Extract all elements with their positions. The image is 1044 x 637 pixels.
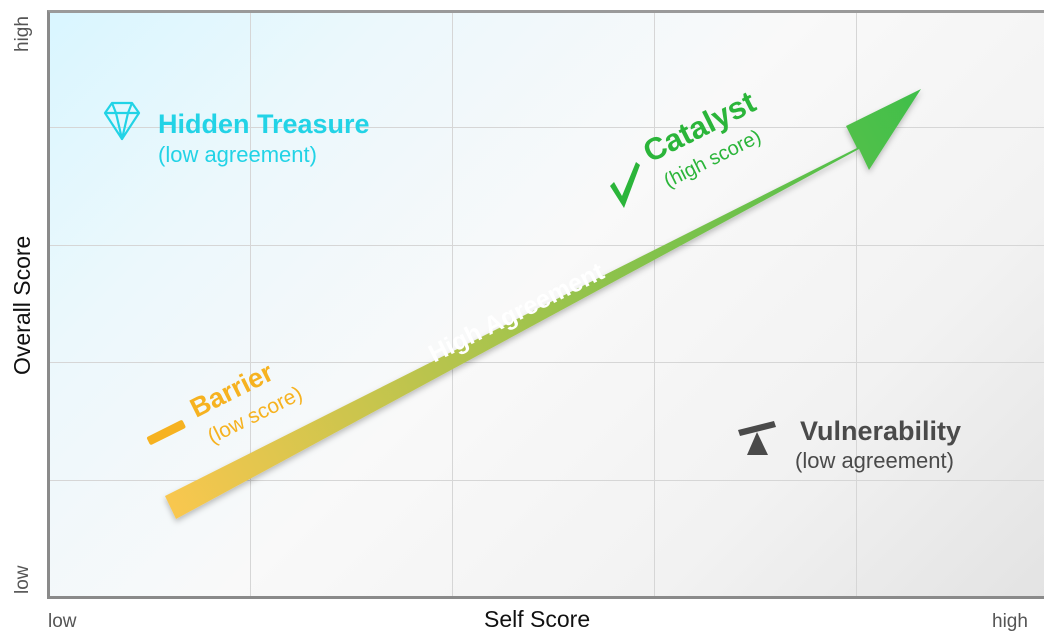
vulnerability-subtitle: (low agreement) — [795, 448, 954, 473]
diamond-icon — [103, 101, 141, 141]
dash-icon — [146, 420, 186, 445]
hidden-treasure-subtitle: (low agreement) — [158, 142, 317, 167]
gridline — [654, 13, 655, 596]
gridline — [50, 245, 1044, 246]
plot-area — [47, 10, 1044, 599]
hidden-treasure-title: Hidden Treasure — [158, 109, 370, 139]
gridline — [50, 127, 1044, 128]
gridline — [452, 13, 453, 596]
gridline — [50, 480, 1044, 481]
checkmark-icon — [610, 162, 640, 208]
seesaw-icon — [738, 421, 776, 455]
arrow-label: High Agreement — [424, 257, 609, 368]
gridline — [856, 13, 857, 596]
gridline — [50, 362, 1044, 363]
high-agreement-arrow — [165, 89, 921, 519]
gridline — [250, 13, 251, 596]
x-axis-title: Self Score — [484, 606, 591, 632]
vulnerability-title: Vulnerability — [800, 416, 962, 446]
x-axis-low-label: low — [48, 611, 77, 632]
x-axis-high-label: high — [992, 611, 1028, 632]
